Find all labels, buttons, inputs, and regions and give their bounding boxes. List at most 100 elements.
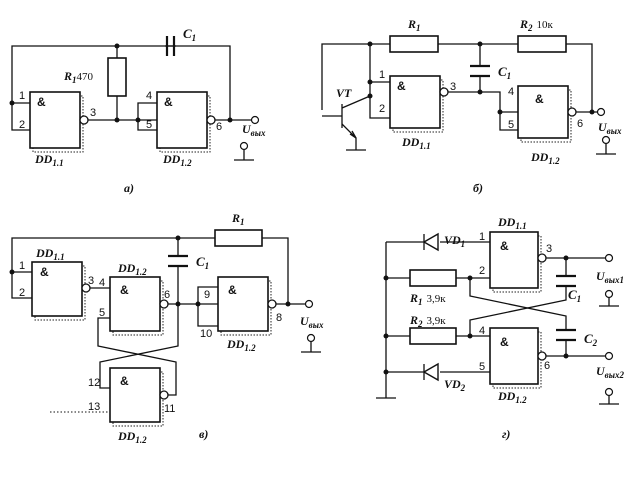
inverter-bubble xyxy=(537,253,547,263)
capacitor-c1-g-label: C1 xyxy=(568,287,581,304)
gate-dd12-b-symbol: & xyxy=(535,92,544,106)
capacitor-c1-a-label: C1 xyxy=(183,26,196,43)
pin-label: 4 xyxy=(479,325,485,337)
gate-dd12-a-symbol: & xyxy=(164,95,173,109)
gate-dd11-v xyxy=(31,261,83,317)
pin-label: 13 xyxy=(88,401,100,413)
gate-dd12-v-symbol: & xyxy=(120,283,129,297)
capacitor-c1-b-label: C1 xyxy=(498,64,511,81)
panel-caption-v: в) xyxy=(199,427,208,441)
gate-dd12-v-lower xyxy=(109,367,161,423)
capacitor-c2-g-label: C2 xyxy=(584,331,598,348)
gate-dd12-b xyxy=(517,85,569,139)
inverter-bubble xyxy=(159,390,169,400)
pin-label: 3 xyxy=(546,243,552,255)
pin-label: 1 xyxy=(479,231,485,243)
resistor-r2-b xyxy=(517,35,567,53)
pin-label: 5 xyxy=(146,119,152,131)
output-label: Uвых xyxy=(598,120,622,136)
gate-dd12-v-lower-label: DD1.2 xyxy=(117,429,147,445)
gate-dd12-v-right xyxy=(217,276,269,332)
gate-dd11-a-symbol: & xyxy=(37,95,46,109)
pin-label: 1 xyxy=(379,69,385,81)
pin-label: 1 xyxy=(19,260,25,272)
gate-dd12-b-label: DD1.2 xyxy=(530,150,560,166)
inverter-bubble xyxy=(206,115,216,125)
panel-caption-b: б) xyxy=(473,181,483,195)
gate-dd11-b-symbol: & xyxy=(397,79,406,93)
inverter-bubble xyxy=(267,299,277,309)
gate-dd11-v-symbol: & xyxy=(40,265,49,279)
pin-label: 2 xyxy=(19,287,25,299)
gate-dd11-g xyxy=(489,231,539,289)
gate-dd11-b-label: DD1.1 xyxy=(401,135,431,151)
inverter-bubble xyxy=(159,299,169,309)
output-label: Uвых xyxy=(300,314,324,330)
pin-label: 11 xyxy=(164,403,175,415)
output-terminal xyxy=(596,107,606,117)
panel-caption-g: г) xyxy=(502,427,510,441)
pin-label: 9 xyxy=(204,289,210,301)
diode-vd2 xyxy=(422,362,439,382)
panel-v: & & & & 1 xyxy=(9,211,324,445)
pin-label: 6 xyxy=(216,121,222,133)
transistor-vt-label: VT xyxy=(336,86,352,100)
output-terminal xyxy=(304,299,314,309)
pin-label: 6 xyxy=(544,360,550,372)
output1-label: Uвых1 xyxy=(596,269,624,285)
gate-dd11-a-label: DD1.1 xyxy=(34,152,64,168)
pin-label: 5 xyxy=(479,361,485,373)
pin-label: 5 xyxy=(99,307,105,319)
output2-label: Uвых2 xyxy=(596,364,624,380)
gate-dd12-g-symbol: & xyxy=(500,335,509,349)
gate-dd11-g-label: DD1.1 xyxy=(497,215,527,231)
resistor-r1-v xyxy=(214,229,263,247)
resistor-r1-a xyxy=(107,57,127,97)
panel-b: & & VT 1 xyxy=(321,17,622,195)
output1-terminal xyxy=(604,253,614,263)
inverter-bubble xyxy=(537,351,547,361)
ground-terminal xyxy=(604,289,614,299)
ground-terminal xyxy=(604,387,614,397)
resistor-r2-g xyxy=(409,327,457,345)
output2-terminal xyxy=(604,351,614,361)
gate-dd12-g xyxy=(489,327,539,385)
ground-terminal xyxy=(306,333,316,343)
diode-vd1-label: VD1 xyxy=(444,233,465,249)
diode-vd2-label: VD2 xyxy=(444,377,466,393)
pin-label: 12 xyxy=(88,377,100,389)
inverter-bubble xyxy=(439,87,449,97)
panel-caption-a: а) xyxy=(124,181,134,195)
inverter-bubble xyxy=(79,115,89,125)
panel-g: & & xyxy=(376,215,624,441)
diode-vd1 xyxy=(422,232,439,252)
output-terminal xyxy=(250,115,260,125)
pin-label: 2 xyxy=(479,265,485,277)
gate-dd11-g-symbol: & xyxy=(500,239,509,253)
gate-dd11-b xyxy=(389,75,441,129)
pin-label: 5 xyxy=(508,119,514,131)
resistor-r1-v-label: R1 xyxy=(231,211,245,227)
gate-dd12-g-label: DD1.2 xyxy=(497,389,527,405)
pin-label: 2 xyxy=(19,119,25,131)
resistor-r1-g xyxy=(409,269,457,287)
gate-dd12-v-right-symbol: & xyxy=(228,283,237,297)
panel-a: & & 1 2 3 4 5 6 DD1.1 DD1. xyxy=(9,26,266,195)
pin-label: 6 xyxy=(164,289,170,301)
pin-label: 4 xyxy=(146,90,152,102)
pin-label: 10 xyxy=(200,328,212,340)
pin-label: 2 xyxy=(379,103,385,115)
pin-label: 3 xyxy=(88,275,94,287)
gate-dd12-v-lower-symbol: & xyxy=(120,374,129,388)
gate-dd11-v-label: DD1.1 xyxy=(35,246,65,262)
gate-dd12-v xyxy=(109,276,161,332)
resistor-r1-b xyxy=(389,35,439,53)
gate-dd12-v-label: DD1.2 xyxy=(117,261,147,277)
inverter-bubble xyxy=(567,107,577,117)
pin-label: 8 xyxy=(276,312,282,324)
pin-label: 3 xyxy=(450,81,456,93)
